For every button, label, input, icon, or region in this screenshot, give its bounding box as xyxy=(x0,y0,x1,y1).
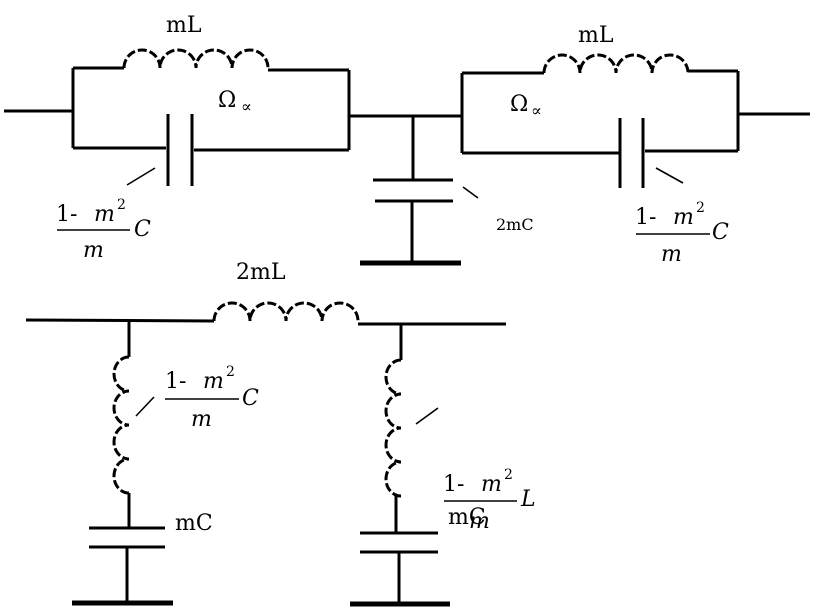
right-cap-suffix: C xyxy=(712,220,729,245)
right-omega-label: Ω xyxy=(510,92,528,117)
left-capacitor-fraction: 1- m 2 m C xyxy=(56,197,151,263)
left-ind-num-exp: 2 xyxy=(226,364,235,380)
left-cap-num-exp: 2 xyxy=(117,197,126,213)
left-cap-suffix: C xyxy=(134,217,151,242)
right-ind-denominator: m xyxy=(469,509,490,534)
right-ind-num-prefix: 1- xyxy=(443,472,464,497)
right-shunt-inductor-fraction: 1- m 2 m L mC xyxy=(443,467,536,534)
left-shunt-inductor-pointer xyxy=(135,396,155,417)
right-cap-num-exp: 2 xyxy=(696,200,705,216)
shunt-capacitor-pointer xyxy=(462,186,479,199)
right-ind-num-var: m xyxy=(481,472,502,497)
bottom-input-wire xyxy=(25,318,215,323)
left-ind-num-var: m xyxy=(203,369,224,394)
right-ind-num-exp: 2 xyxy=(504,467,513,483)
right-parallel-section xyxy=(460,53,740,188)
left-omega-label: Ω xyxy=(218,88,236,113)
right-capacitor-pointer xyxy=(655,167,684,184)
bottom-series-inductor xyxy=(212,301,360,322)
left-ind-denominator: m xyxy=(191,407,212,432)
right-omega-subscript: ∝ xyxy=(531,101,542,120)
left-shunt-inductor-fraction: 1- m 2 m C xyxy=(165,364,259,432)
left-shunt-leg xyxy=(72,321,173,606)
right-inductor-label: mL xyxy=(578,23,614,48)
left-inductor-label: mL xyxy=(166,13,202,38)
right-shunt-capacitor-label: mC xyxy=(448,505,486,530)
top-circuit: mL mL Ω ∝ Ω ∝ 2mC 1- m 2 m C 1- m 2 m C xyxy=(4,13,810,267)
left-omega-subscript: ∝ xyxy=(241,97,252,116)
right-cap-num-var: m xyxy=(673,205,694,230)
left-shunt-inductor xyxy=(112,355,130,495)
left-ind-num-prefix: 1- xyxy=(165,369,186,394)
right-ind-suffix: L xyxy=(520,487,536,512)
right-shunt-inductor xyxy=(384,358,402,498)
left-series-inductor xyxy=(122,48,270,69)
left-parallel-section xyxy=(71,48,351,186)
left-cap-num-prefix: 1- xyxy=(56,202,77,227)
center-capacitor-label: 2mC xyxy=(496,215,534,234)
right-shunt-leg xyxy=(350,324,450,607)
left-capacitor-pointer xyxy=(126,167,156,186)
right-capacitor-fraction: 1- m 2 m C xyxy=(635,200,729,267)
bottom-series-inductor-label: 2mL xyxy=(236,260,286,285)
right-cap-num-prefix: 1- xyxy=(635,205,656,230)
left-cap-num-var: m xyxy=(94,202,115,227)
right-shunt-inductor-pointer xyxy=(415,407,439,425)
left-cap-denominator: m xyxy=(83,238,104,263)
right-series-inductor xyxy=(542,53,690,74)
bottom-circuit: 2mL mC 1- m 2 m C 1- m 2 m L mC xyxy=(25,260,536,607)
left-ind-suffix: C xyxy=(242,386,259,411)
left-shunt-capacitor-label: mC xyxy=(175,511,213,536)
right-cap-denominator: m xyxy=(661,242,682,267)
